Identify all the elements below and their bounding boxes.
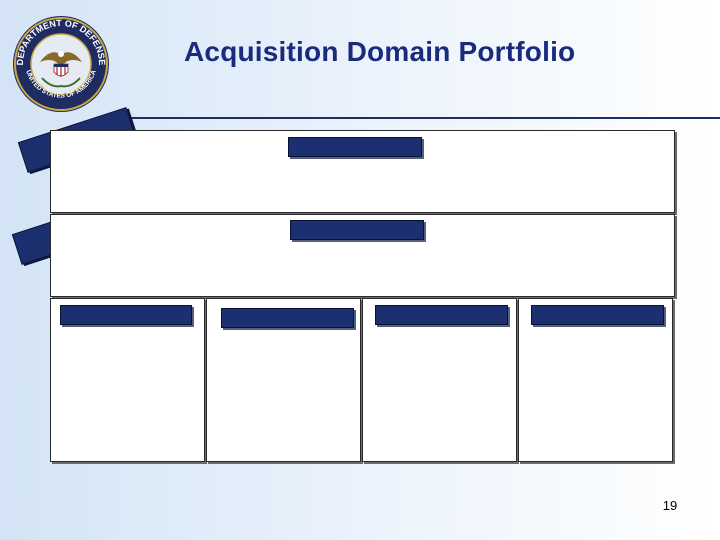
column-2-header-bar — [221, 308, 354, 328]
column-1-header-bar — [60, 305, 192, 325]
portfolio-column-3 — [362, 298, 517, 462]
row-middle-header-bar — [290, 220, 424, 240]
column-4-header-bar — [531, 305, 664, 325]
title-divider — [108, 117, 720, 119]
page-number: 19 — [662, 498, 678, 513]
portfolio-column-1 — [50, 298, 205, 462]
row-top-header-bar — [288, 137, 422, 157]
portfolio-column-4 — [518, 298, 673, 462]
column-3-header-bar — [375, 305, 508, 325]
page-title: Acquisition Domain Portfolio — [184, 36, 576, 67]
dod-seal-icon: DEPARTMENT OF DEFENSE UNITED STATES OF A… — [13, 16, 109, 112]
